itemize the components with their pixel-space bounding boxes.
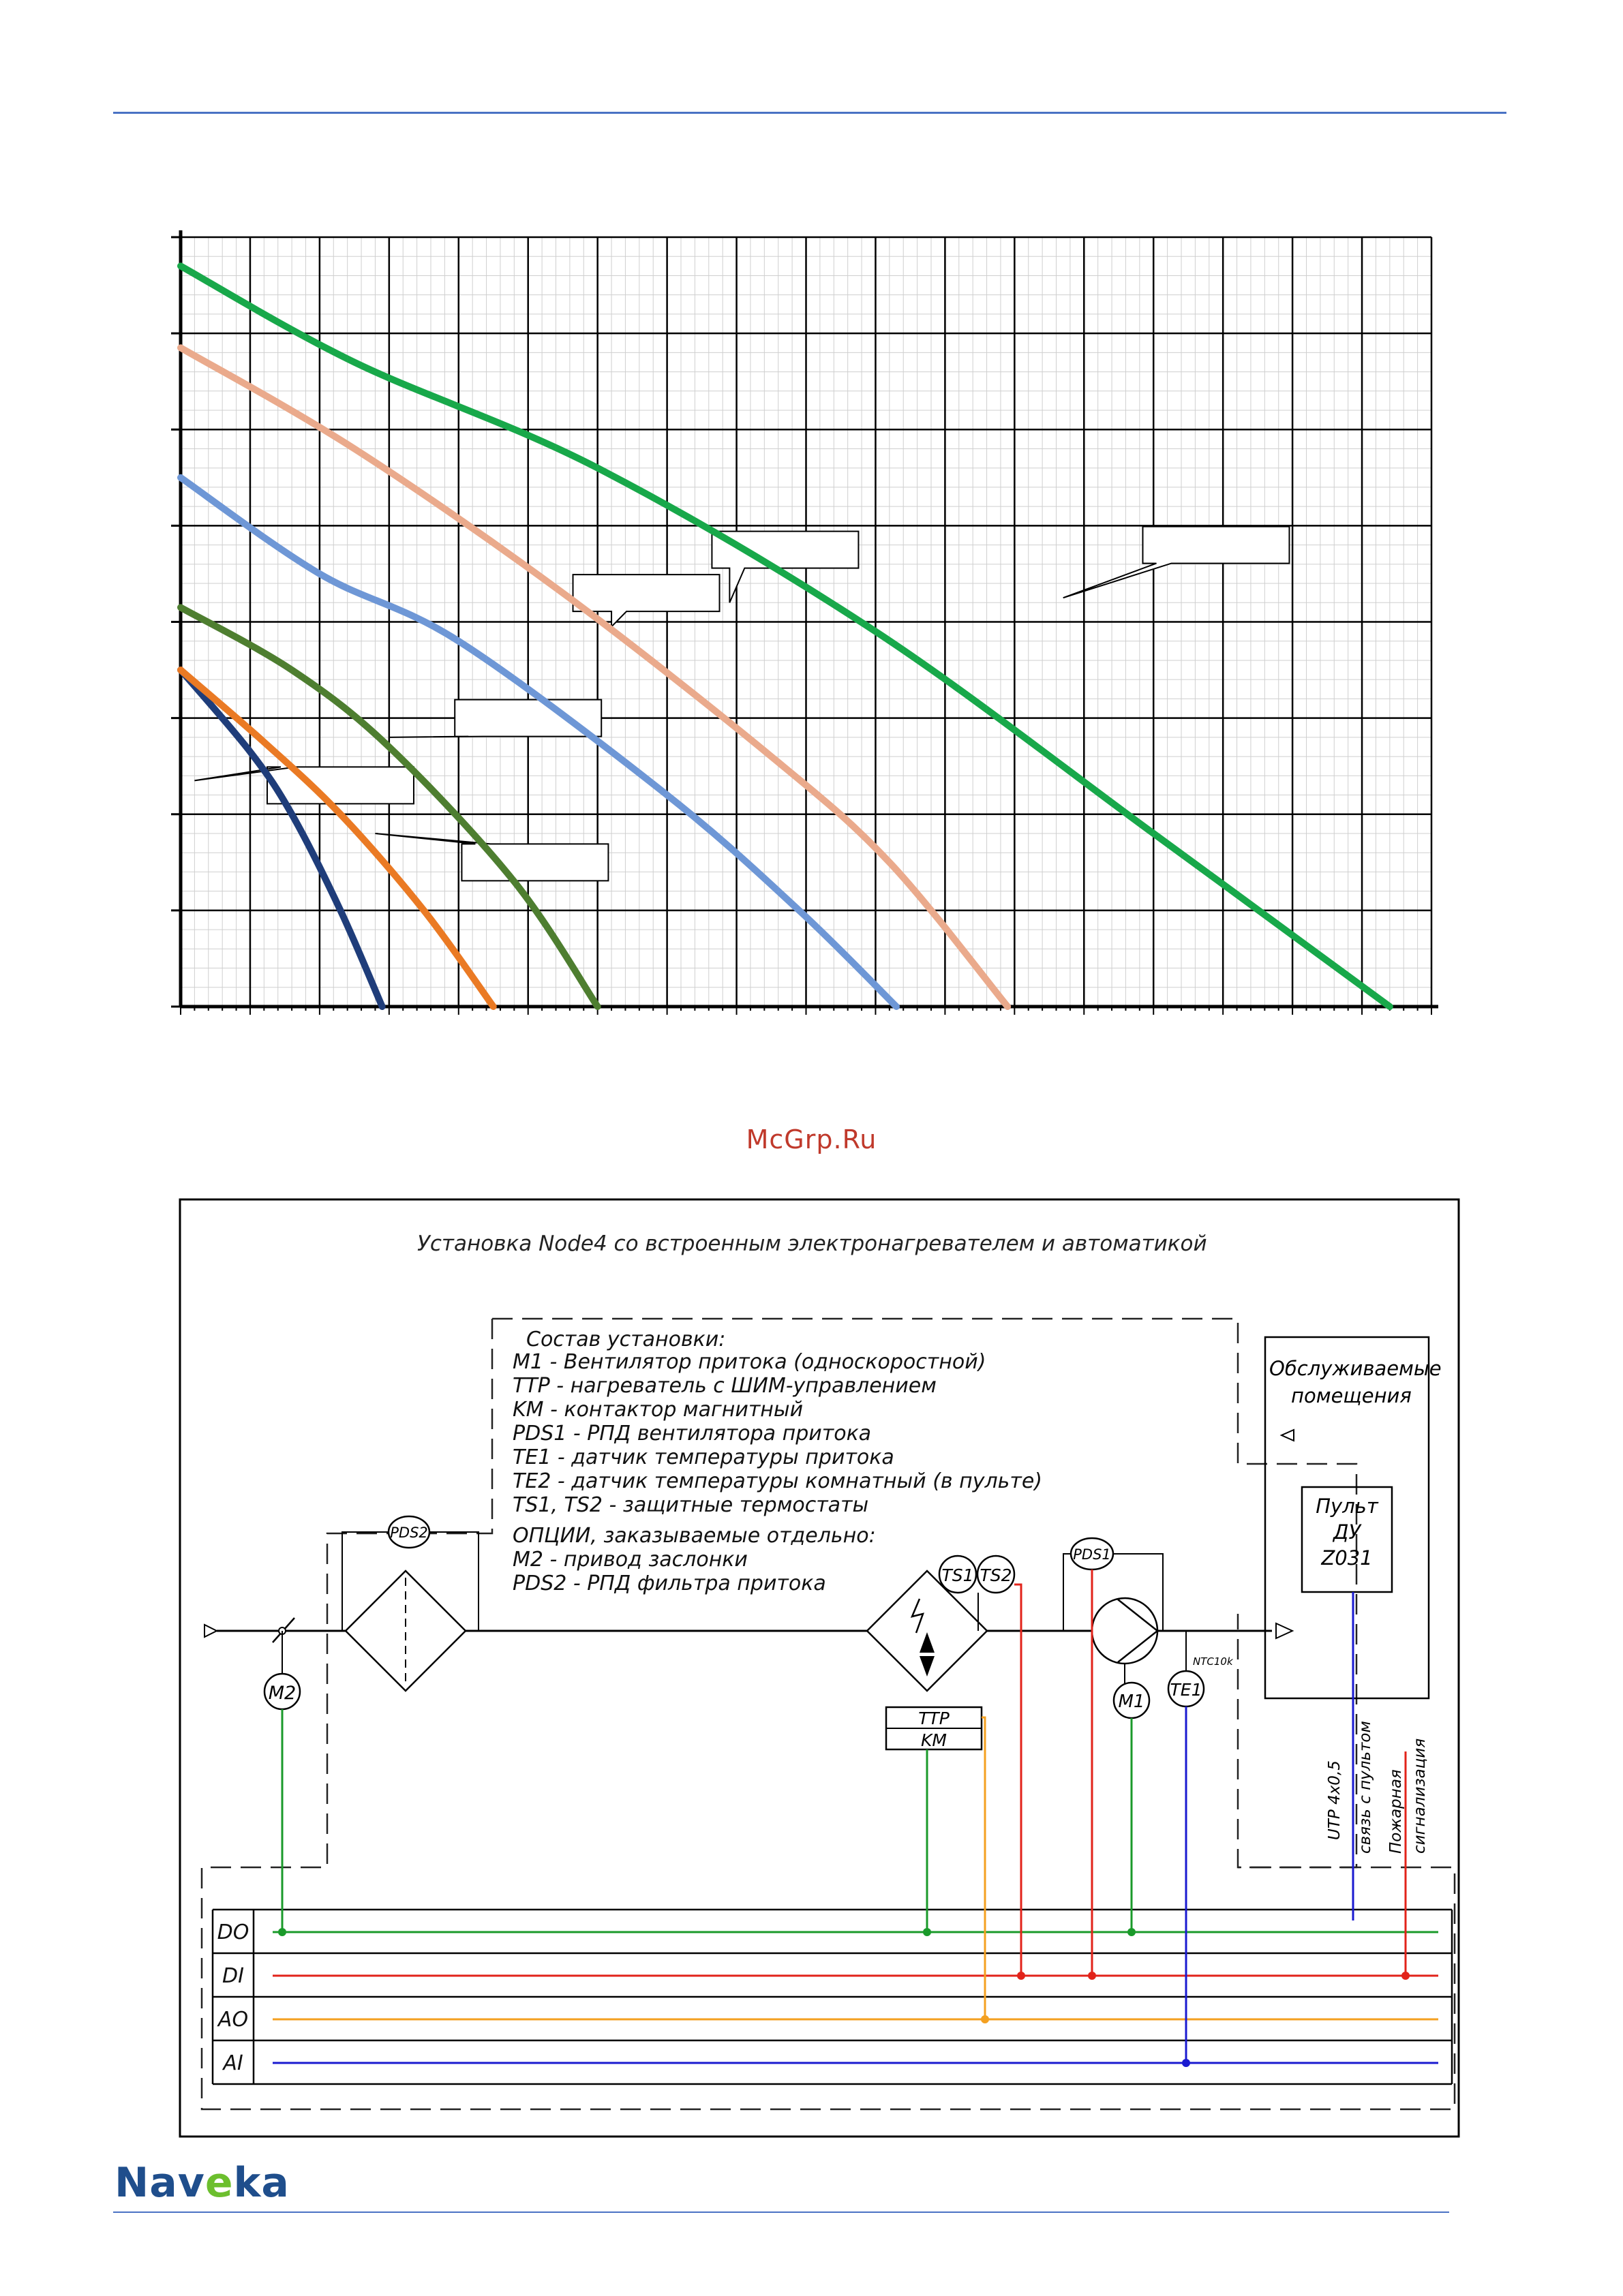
legend-line-2: TTP - нагреватель с ШИМ-управлением — [513, 1374, 937, 1398]
remote-label-1: Пульт — [1316, 1495, 1379, 1518]
callout-box-1 — [1063, 525, 1290, 599]
series-line-5 — [177, 262, 1393, 1010]
remote-control-box — [1301, 1486, 1393, 1593]
pds1-label: PDS1 — [1073, 1546, 1111, 1563]
legend-line-0: Состав установки: — [526, 1328, 725, 1351]
pds2-label: PDS2 — [390, 1525, 428, 1541]
remote-label-2: ДУ — [1332, 1520, 1363, 1544]
m2-label: M2 — [269, 1683, 296, 1704]
filter-icon — [344, 1570, 467, 1692]
fan-m1 — [1091, 1597, 1159, 1665]
km-label: KM — [921, 1730, 947, 1750]
legend-line-3: KM - контактор магнитный — [513, 1398, 803, 1422]
te1-label: TE1 — [1170, 1680, 1202, 1700]
ts1-thermostat — [938, 1555, 977, 1594]
ts2-thermostat — [976, 1555, 1016, 1594]
fire-label-2: сигнализация — [1411, 1739, 1429, 1854]
performance-chart — [171, 230, 1438, 1015]
footer-rule — [113, 2211, 1449, 2213]
header-rule — [113, 112, 1506, 114]
bus-label-ao: AO — [217, 2008, 248, 2032]
legend-line-5: TE1 - датчик температуры притока — [513, 1445, 894, 1469]
bus-label-do: DO — [217, 1920, 249, 1944]
bus-label-di: DI — [222, 1964, 244, 1988]
pds2-sensor — [387, 1515, 431, 1549]
serviced-room-box — [1264, 1336, 1430, 1700]
wire-ttp — [982, 1716, 986, 2019]
series-line-1 — [177, 667, 497, 1010]
cable-label-2: связь с пультом — [1356, 1721, 1374, 1854]
naveka-logo: Naveka — [115, 2159, 290, 2207]
legend-line-10: PDS2 - РПД фильтра притока — [513, 1572, 826, 1595]
legend-line-6: TE2 - датчик температуры комнатный (в пу… — [513, 1469, 1042, 1493]
legend-line-8: ОПЦИИ, заказываемые отдельно: — [513, 1524, 876, 1548]
legend-line-7: TS1, TS2 - защитные термостаты — [513, 1493, 868, 1517]
series-line-0 — [177, 667, 386, 1010]
diagram-frame — [179, 1198, 1460, 2138]
heater-icon — [866, 1570, 988, 1692]
cable-label-1: UTP 4x0,5 — [1326, 1760, 1344, 1840]
bus-table — [211, 1908, 1453, 2085]
chart-axes — [171, 230, 1438, 1015]
room-label-2: помещения — [1291, 1384, 1412, 1407]
chart-series — [177, 262, 1393, 1010]
m1-label: M1 — [1119, 1692, 1145, 1712]
callout-box-2 — [572, 574, 721, 629]
bus-label-ai: AI — [222, 2051, 243, 2075]
watermark-text: McGrp.Ru — [746, 1124, 877, 1154]
legend-line-4: PDS1 - РПД вентилятора притока — [513, 1422, 871, 1445]
ts2-label: TS2 — [980, 1565, 1012, 1585]
fire-label-1: Пожарная — [1387, 1769, 1405, 1854]
component-legend: Состав установки: M1 - Вентилятор приток… — [513, 1328, 1042, 1595]
remote-label-3: Z031 — [1320, 1546, 1372, 1570]
pds2-dashed-link — [200, 1319, 1456, 2111]
ttp-label: TTP — [918, 1709, 950, 1728]
legend-line-1: M1 - Вентилятор притока (односкоростной) — [513, 1350, 986, 1374]
legend-line-9: M2 - привод заслонки — [513, 1548, 748, 1572]
room-label-1: Обслуживаемые — [1269, 1357, 1442, 1380]
diagram-title: Установка Node4 со встроенным электронаг… — [417, 1231, 1207, 1256]
series-line-4 — [177, 344, 1012, 1010]
series-line-3 — [177, 474, 900, 1010]
air-outlet-arrow — [1275, 1622, 1294, 1640]
wire-ts2 — [1014, 1583, 1022, 1976]
ts1-label: TS1 — [941, 1565, 973, 1585]
air-inlet-arrow — [204, 1623, 219, 1638]
series-line-2 — [177, 604, 601, 1010]
room-marker-icon — [1279, 1428, 1294, 1442]
callout-box-3 — [389, 699, 603, 738]
ntc-label: NTC10k — [1193, 1655, 1234, 1668]
